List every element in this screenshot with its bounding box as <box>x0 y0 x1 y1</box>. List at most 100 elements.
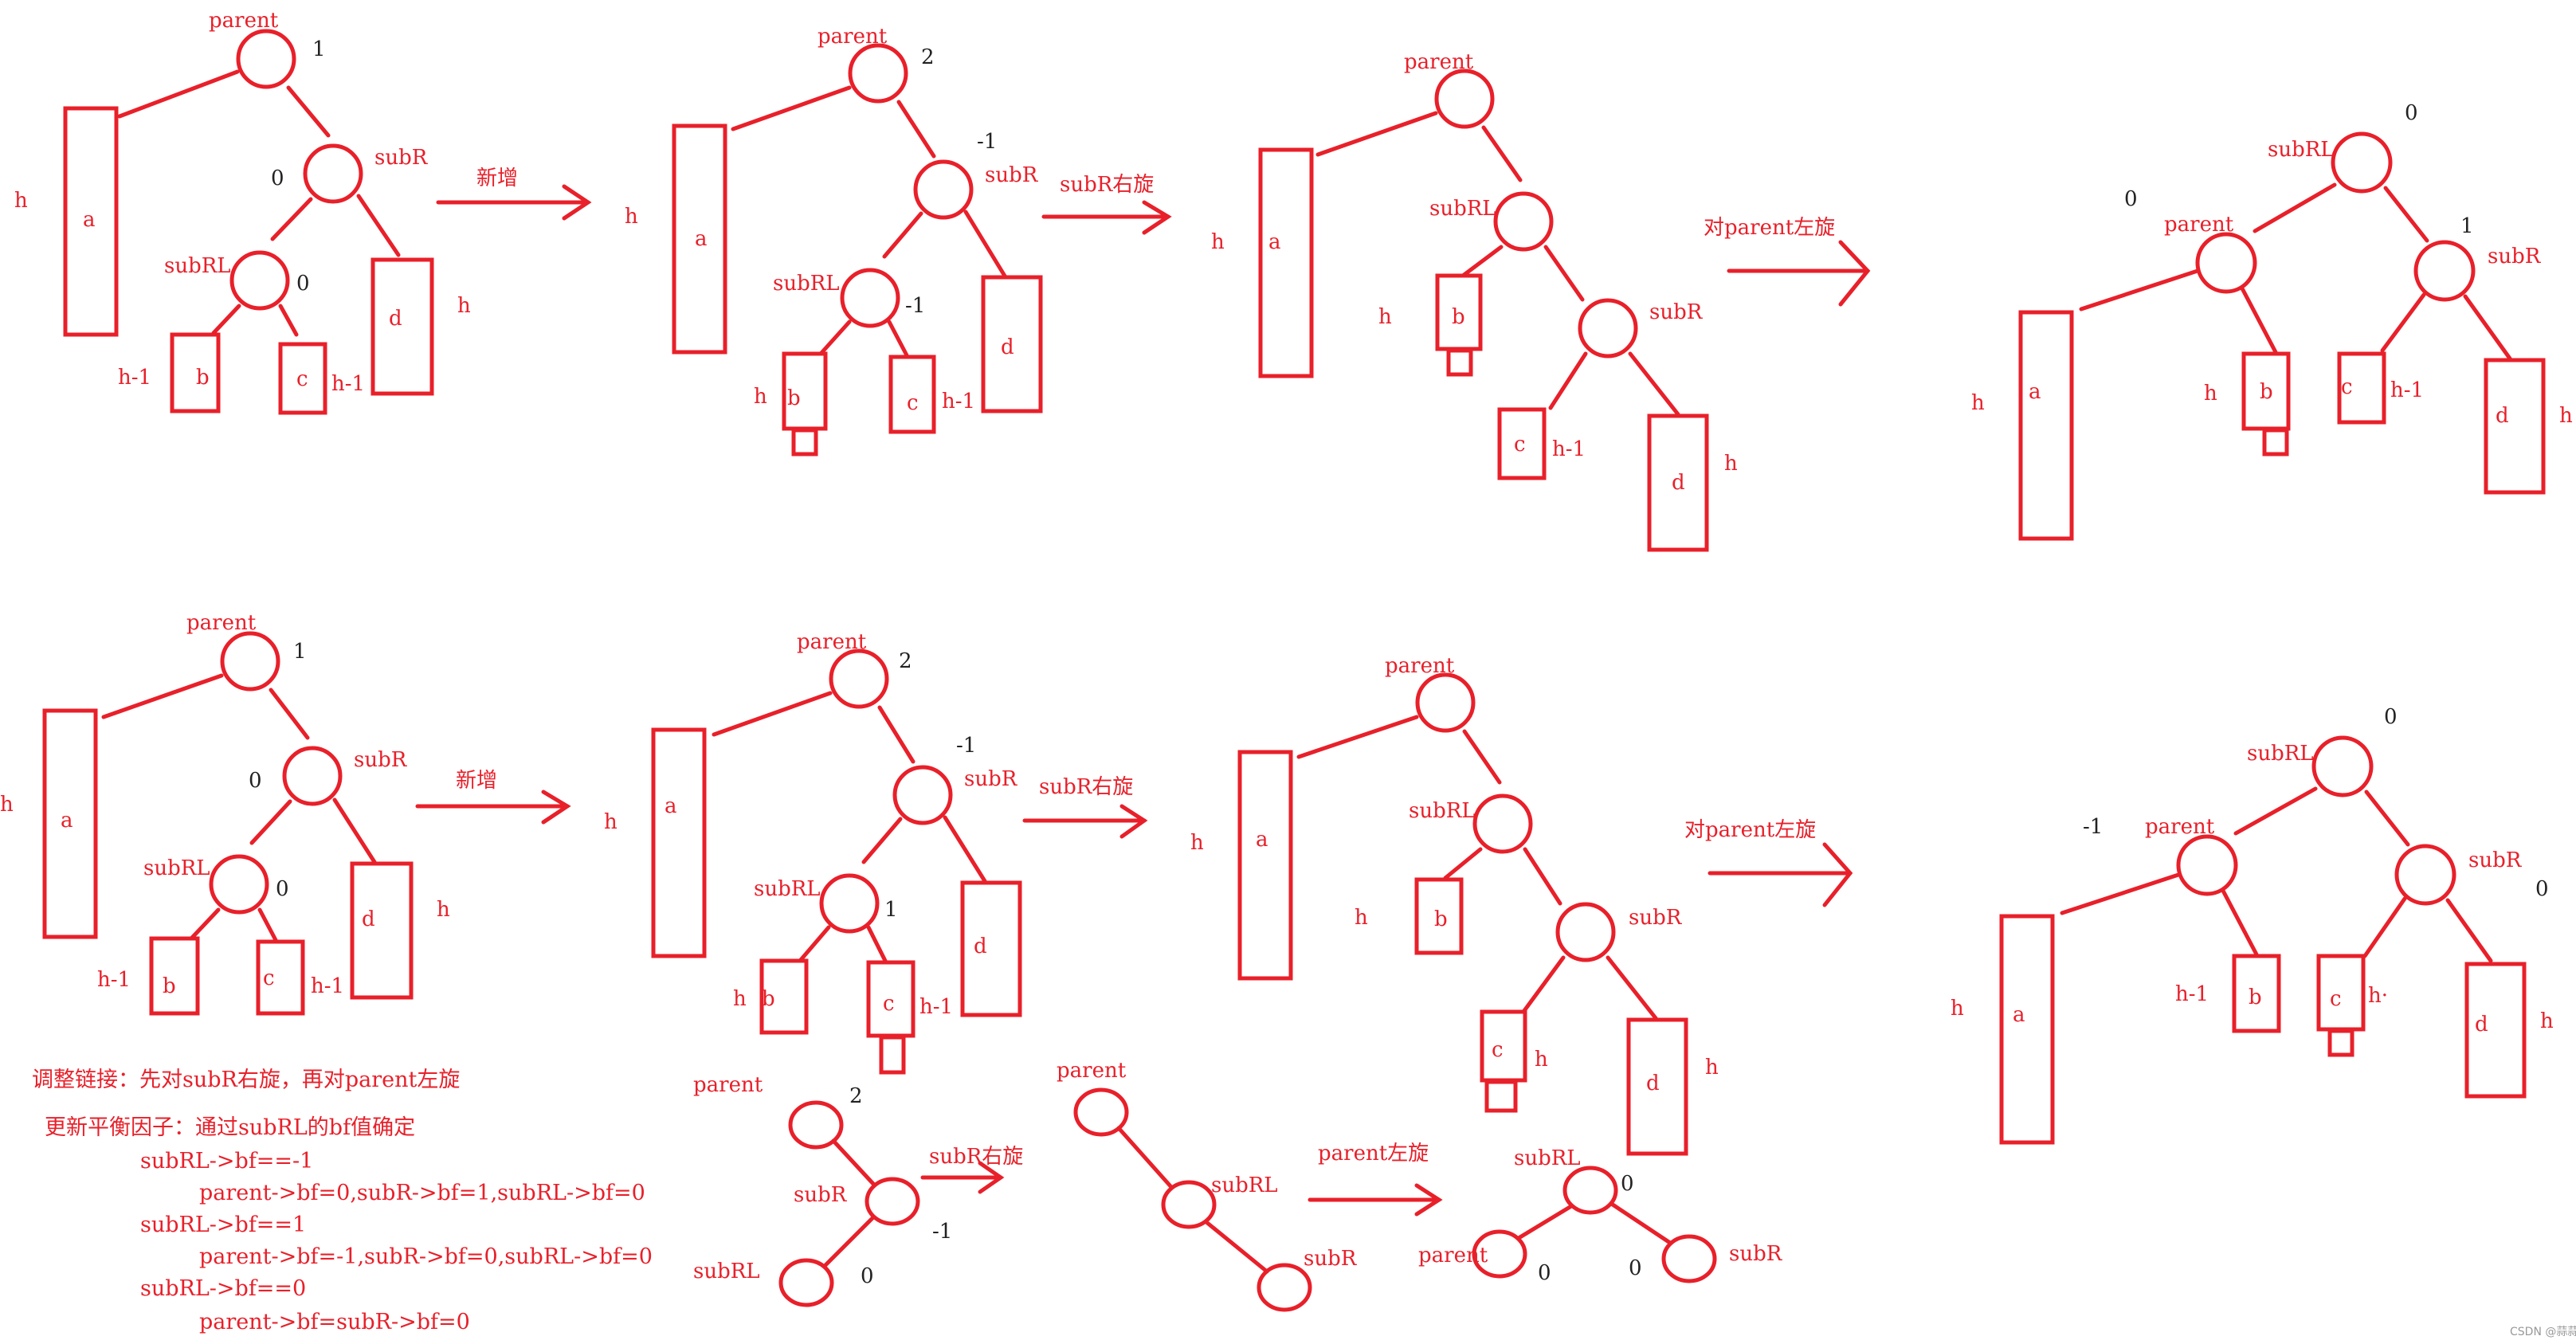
height-b: h <box>1355 906 1368 930</box>
arrow-label: subR右旋 <box>929 1145 1023 1169</box>
note-case3-result: parent->bf=subR->bf=0 <box>199 1310 470 1334</box>
subRL-label: subRL <box>1409 799 1476 823</box>
height-c: h <box>1535 1048 1548 1072</box>
parent-node <box>1415 672 1476 733</box>
subtree-a <box>1237 750 1293 981</box>
label-a: a <box>2029 380 2041 404</box>
subR-bf: -1 <box>977 130 997 154</box>
subtree-d <box>960 880 1022 1017</box>
subRL-node <box>209 854 269 915</box>
subRL-bf: 0 <box>296 272 310 296</box>
height-b: h <box>754 385 767 409</box>
label-d: d <box>2496 404 2509 428</box>
label-d: d <box>1672 471 1685 495</box>
row1-arrow-insert: 新增 <box>436 167 592 221</box>
row1-stage2-after-insert: parent 2 subR -1 subRL -1 h a h b c h-1 … <box>625 25 1043 456</box>
subRL-node <box>1562 1166 1618 1215</box>
parent-bf: 1 <box>312 37 326 61</box>
parent-label: parent <box>693 1073 763 1097</box>
subtree-d <box>2464 962 2527 1099</box>
inserted-node <box>791 428 818 456</box>
subRL-node <box>1472 793 1533 854</box>
parent-node <box>1472 1229 1527 1279</box>
subRL-node <box>2311 735 2374 797</box>
height-c: h-1 <box>942 390 975 413</box>
row2-arrow-subR-rotate-right: subR右旋 <box>1022 775 1148 839</box>
subRL-bf: 0 <box>276 877 289 901</box>
subtree-a <box>2018 310 2074 541</box>
inserted-node <box>1484 1080 1518 1113</box>
inserted-node <box>2327 1029 2354 1057</box>
subtree-c <box>1480 1009 1527 1083</box>
note-adjust-links: 调整链接：先对subR右旋，再对parent左旋 <box>32 1068 460 1092</box>
label-a: a <box>1268 230 1281 254</box>
subtree-c <box>256 939 305 1016</box>
inserted-node <box>879 1035 906 1075</box>
subR-label: subR <box>1629 906 1683 930</box>
parent-node <box>2176 834 2238 896</box>
subRL-bf: -1 <box>905 294 925 318</box>
subR-node <box>303 143 363 204</box>
subR-bf: -1 <box>932 1220 952 1244</box>
row2-arrow-insert: 新增 <box>415 769 571 825</box>
subRL-label: subRL <box>2268 138 2335 162</box>
subRL-node <box>229 250 290 311</box>
label-a: a <box>1256 828 1268 852</box>
parent-label: parent <box>797 630 867 654</box>
height-d: h <box>1705 1056 1719 1080</box>
height-a: h <box>1951 997 1964 1021</box>
subRL-label: subRL <box>693 1260 760 1283</box>
subRL-label: subRL <box>773 272 840 296</box>
label-d: d <box>389 307 402 331</box>
subR-node <box>2394 844 2456 906</box>
height-d: h <box>1724 452 1738 476</box>
subR-label: subR <box>964 767 1018 791</box>
height-c: h-1 <box>1552 437 1586 461</box>
subRL-bf: 0 <box>1621 1172 1634 1196</box>
subR-node <box>1257 1263 1312 1312</box>
arrow-label: 对parent左旋 <box>1684 818 1816 842</box>
height-b: h-1 <box>97 968 131 992</box>
label-a: a <box>61 809 73 833</box>
label-d: d <box>974 935 987 958</box>
subR-label: subR <box>985 163 1039 187</box>
height-a: h <box>604 810 618 834</box>
label-c: c <box>883 992 895 1016</box>
subR-bf: 0 <box>2535 877 2549 901</box>
parent-node <box>848 43 908 104</box>
subtree-d <box>981 275 1043 413</box>
height-c: h-1 <box>331 372 365 396</box>
parent-bf: 0 <box>1538 1261 1551 1285</box>
parent-label: parent <box>1418 1244 1488 1268</box>
subtree-d <box>2484 358 2546 495</box>
label-b: b <box>762 987 775 1011</box>
label-b: b <box>787 386 801 410</box>
parent-bf: 1 <box>293 640 307 664</box>
parent-node <box>2195 232 2257 294</box>
note-update-bf: 更新平衡因子：通过subRL的bf值确定 <box>45 1115 415 1140</box>
subR-bf: 0 <box>271 167 284 190</box>
height-a: h <box>0 793 14 817</box>
arrow-label: 对parent左旋 <box>1704 216 1835 240</box>
height-d: h <box>457 294 471 318</box>
subRL-bf: 0 <box>2405 101 2418 125</box>
height-d: h <box>2540 1009 2554 1033</box>
parent-label: parent <box>1404 50 1474 74</box>
subtree-d <box>1647 413 1709 552</box>
subtree-c <box>2337 351 2386 425</box>
subtree-b <box>1414 877 1464 955</box>
simplified-case-stage1: parent 2 subR -1 subRL 0 <box>693 1073 952 1307</box>
subR-node <box>865 1177 920 1226</box>
height-a: h <box>625 205 638 229</box>
parent-label: parent <box>2164 213 2234 237</box>
subR-label: subR <box>794 1183 848 1207</box>
row2-stage1-initial: parent 1 subR 0 subRL 0 h a h-1 b c h-1 … <box>0 611 450 1016</box>
label-d: d <box>2475 1013 2488 1036</box>
label-d: d <box>1001 335 1014 359</box>
row2-stage4-final: 0 subRL -1 parent 0 subR h a h-1 b c h· … <box>1951 705 2554 1145</box>
subR-label: subR <box>2468 848 2523 872</box>
label-a: a <box>665 794 677 818</box>
subR-node <box>282 746 343 806</box>
subRL-node <box>1161 1180 1217 1229</box>
